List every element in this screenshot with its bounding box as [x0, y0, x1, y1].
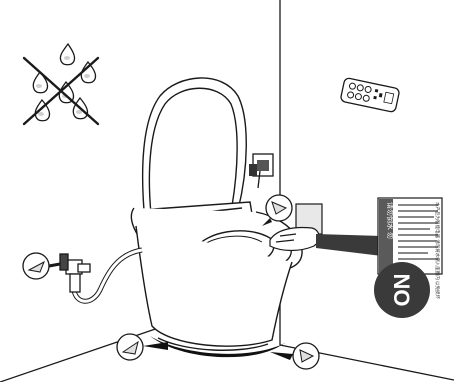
no-badge: NO	[374, 262, 430, 318]
water-valve-icon	[60, 250, 142, 301]
no-badge-text: NO	[389, 274, 414, 307]
label-small-print: 本产品为智能电器 请勿将水倒入座圈内 以免损坏	[434, 202, 441, 299]
remote-control-icon	[340, 77, 400, 112]
label-vertical-heading: 请勿倒水 勿	[386, 202, 395, 239]
no-water-icon	[24, 44, 98, 124]
pointer-marker-left-base	[117, 334, 168, 360]
pointer-marker-valve	[23, 253, 60, 279]
power-outlet-icon	[249, 154, 273, 188]
pointer-band	[316, 234, 382, 256]
